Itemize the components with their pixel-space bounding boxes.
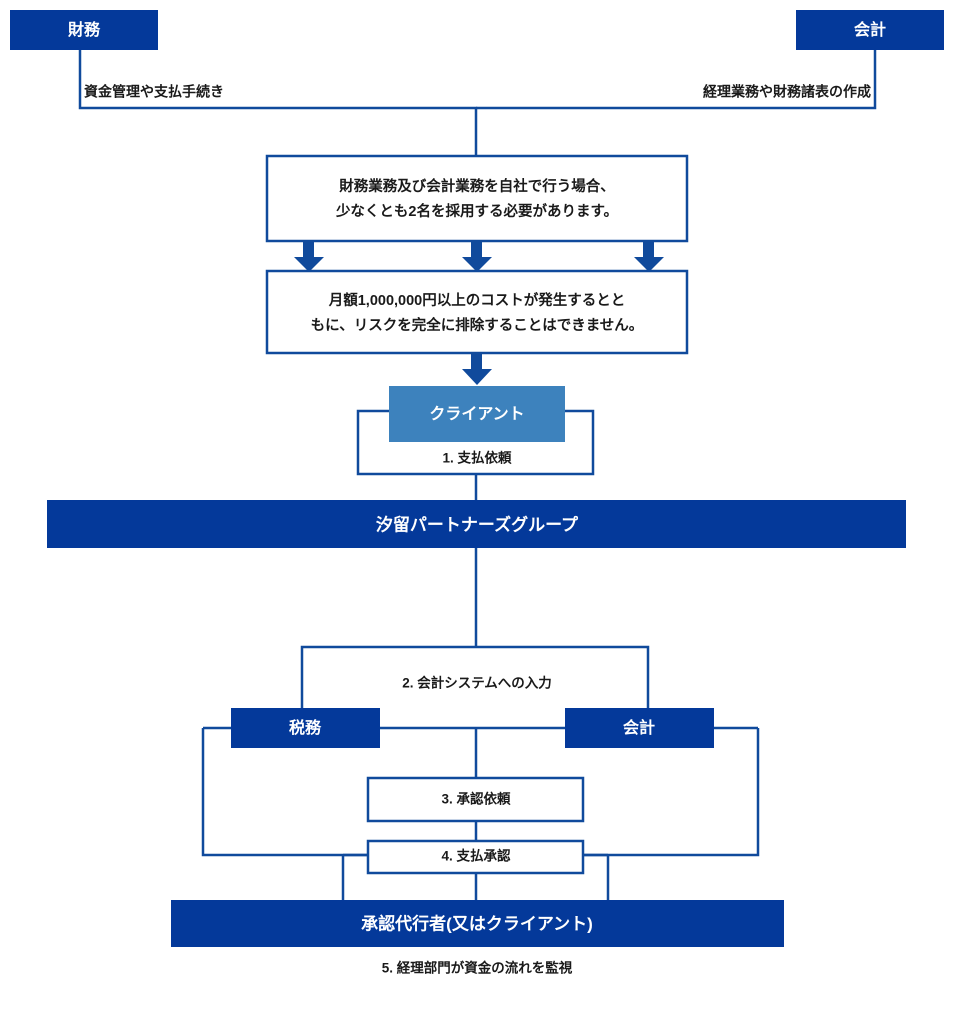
node-tax-dept[interactable]: 税務 (231, 708, 380, 748)
node-accounting[interactable]: 会計 (796, 10, 944, 50)
cost-statement-line-1: 月額1,000,000円以上のコストが発生するとと (328, 291, 626, 309)
node-step-3: 3. 承認依頼 (366, 776, 585, 823)
accounting-dept-label: 会計 (623, 718, 655, 737)
step-3-box (366, 776, 585, 823)
accounting-box[interactable] (796, 10, 944, 50)
node-finance[interactable]: 財務 (10, 10, 158, 50)
tax-dept-label: 税務 (289, 718, 322, 737)
cost-statement-line-2: もに、リスクを完全に排除することはできません。 (311, 316, 644, 334)
finance-caption: 資金管理や支払手続き (84, 84, 224, 100)
step-2-label: 2. 会計システムへの入力 (402, 675, 552, 691)
step-2-bracket (300, 548, 650, 728)
step-2-rect-path (300, 645, 650, 728)
top-connectors (78, 50, 877, 156)
finance-box[interactable] (10, 10, 158, 50)
step-5-label: 5. 経理部門が資金の流れを監視 (382, 960, 573, 976)
step-4-label: 4. 支払承認 (441, 848, 511, 864)
step-3-label: 3. 承認依頼 (441, 791, 511, 807)
accounting-label: 会計 (854, 20, 886, 39)
node-accounting-dept[interactable]: 会計 (565, 708, 714, 748)
node-staffing-statement: 財務業務及び会計業務を自社で行う場合、 少なくとも2名を採用する必要があります。 (265, 154, 689, 243)
step-4-side-drops (341, 853, 610, 900)
approver-box[interactable] (171, 900, 784, 947)
staffing-statement-line-1: 財務業務及び会計業務を自社で行う場合、 (338, 177, 615, 195)
down-arrow-left (294, 241, 324, 272)
node-cost-statement: 月額1,000,000円以上のコストが発生するとと もに、リスクを完全に排除する… (265, 269, 689, 355)
down-arrow-right (634, 241, 664, 272)
client-box[interactable] (389, 386, 565, 442)
staffing-statement-line-2: 少なくとも2名を採用する必要があります。 (335, 202, 618, 220)
shiodome-partners-label: 汐留パートナーズグループ (376, 514, 579, 534)
node-approver[interactable]: 承認代行者(又はクライアント) (171, 900, 784, 947)
finance-connector (78, 50, 478, 156)
accounting-caption: 経理業務や財務諸表の作成 (703, 84, 871, 100)
tax-dept-box[interactable] (231, 708, 380, 748)
shiodome-partners-box[interactable] (47, 500, 906, 548)
statement-down-arrows (294, 241, 664, 272)
cost-to-client-arrow (462, 353, 492, 385)
approver-label: 承認代行者(又はクライアント) (361, 913, 593, 933)
staffing-statement-box (265, 154, 689, 243)
step-1-label: 1. 支払依頼 (442, 450, 512, 466)
node-client[interactable]: クライアント (389, 386, 565, 442)
step-4-box (366, 839, 585, 875)
client-label: クライアント (429, 405, 524, 423)
finance-label: 財務 (68, 20, 101, 39)
down-arrow-center (462, 241, 492, 272)
cost-statement-box (265, 269, 689, 355)
accounting-connector (476, 50, 877, 110)
accounting-dept-box[interactable] (565, 708, 714, 748)
node-shiodome-partners[interactable]: 汐留パートナーズグループ (47, 500, 906, 548)
node-step-4: 4. 支払承認 (366, 839, 585, 875)
